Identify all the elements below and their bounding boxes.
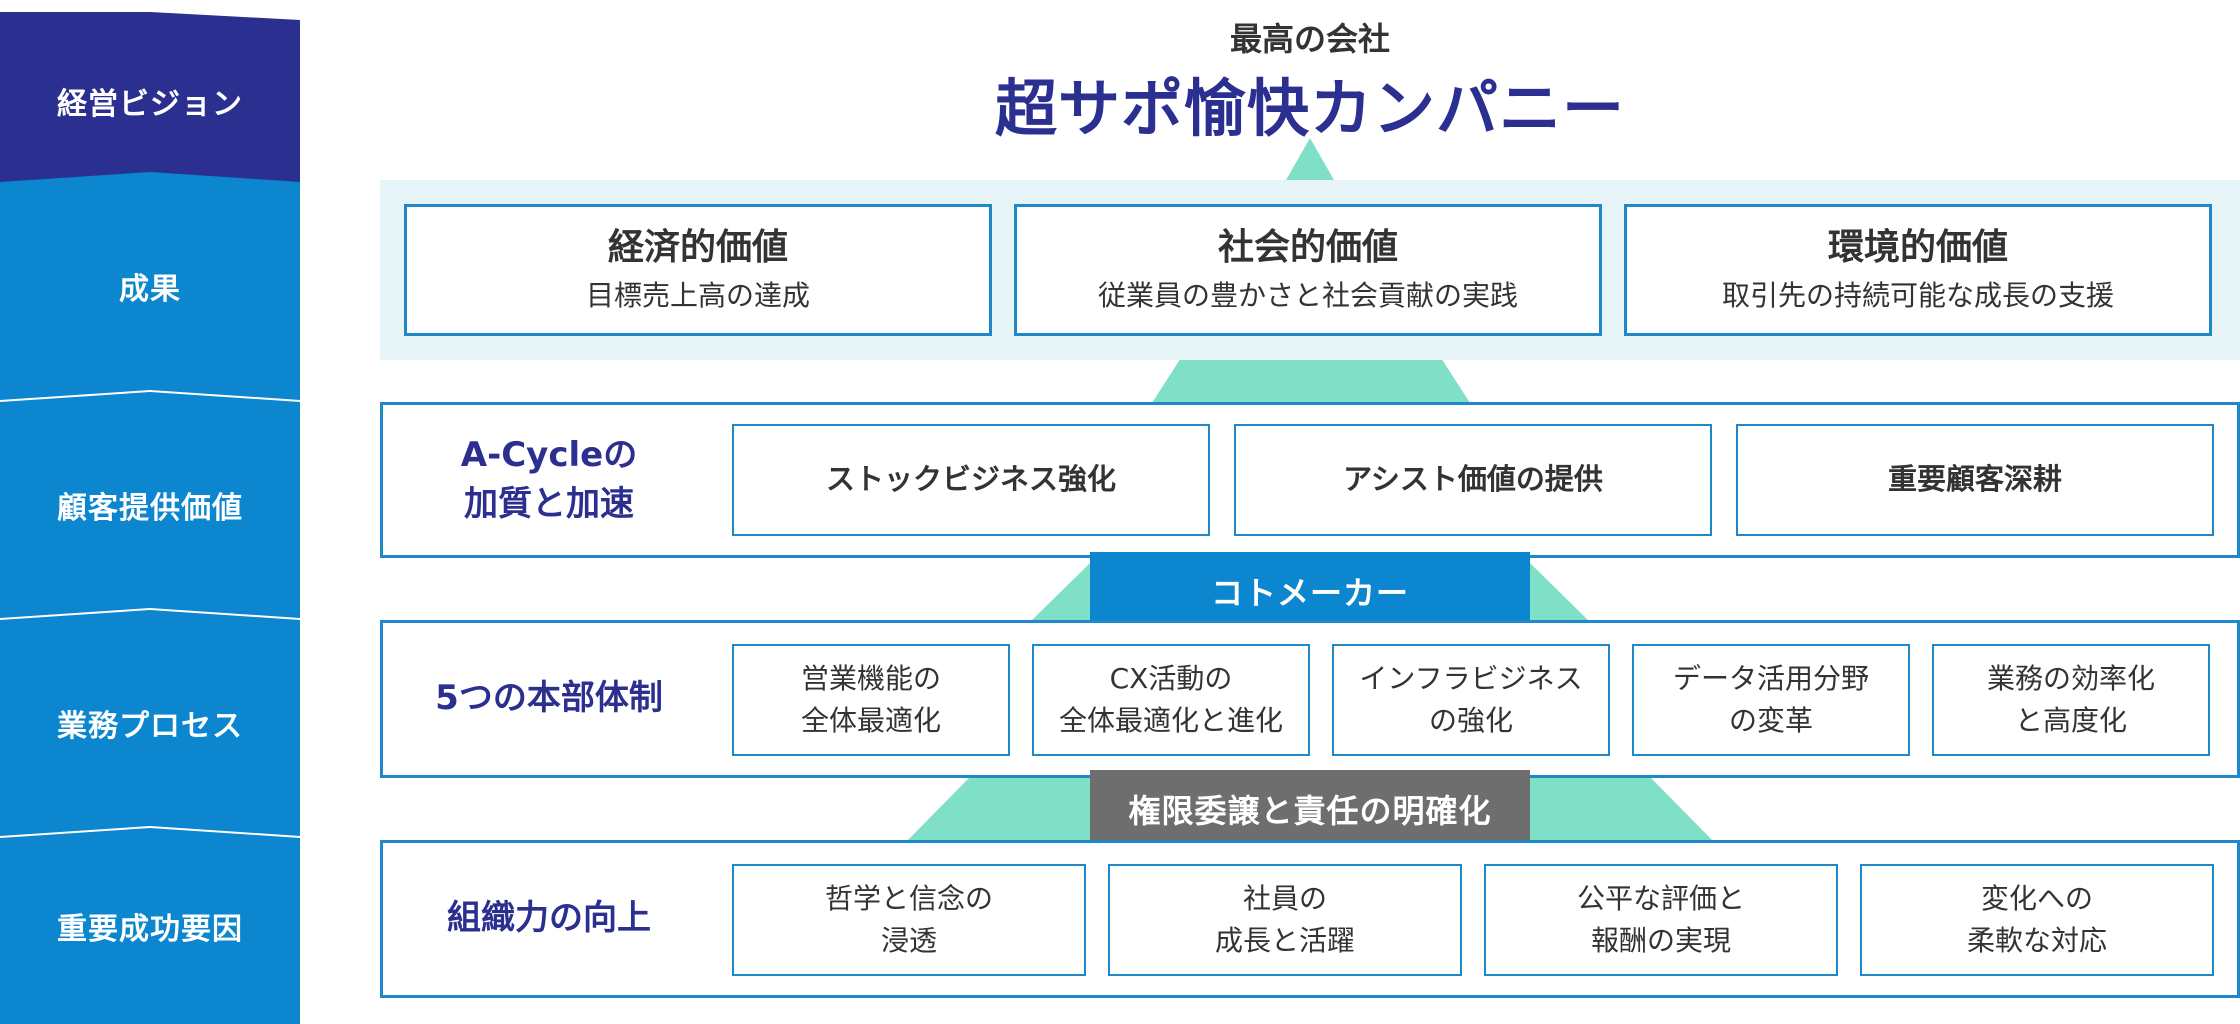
vision-title: 超サポ愉快カンパニー [994, 72, 1625, 145]
kotomaker-banner: コトメーカー [1090, 552, 1530, 630]
process-item-line1: 業務の効率化 [1986, 662, 2155, 695]
customer-value-label: A-Cycleの 加質と加速 [384, 406, 714, 554]
result-detail: 取引先の持続可能な成長の支援 [1721, 278, 2114, 312]
sidebar-item-label: 顧客提供価値 [57, 491, 243, 526]
success-factors-label: 組織力の向上 [447, 898, 651, 939]
sidebar-item-label: 重要成功要因 [57, 912, 243, 947]
result-box-economic: 経済的価値 目標売上高の達成 [404, 204, 992, 336]
result-detail: 目標売上高の達成 [585, 278, 810, 312]
process-item-line2: と高度化 [2014, 704, 2127, 737]
process-item: データ活用分野 の変革 [1632, 644, 1910, 756]
sidebar-item-business-process: 業務プロセス [0, 610, 300, 836]
sidebar-item-label: 経営ビジョン [57, 87, 243, 122]
success-factor-item: 公平な評価と 報酬の実現 [1484, 864, 1838, 976]
success-factor-line1: 公平な評価と [1576, 882, 1745, 915]
process-item-line1: インフラビジネス [1359, 662, 1583, 695]
sidebar-item-label: 成果 [119, 272, 181, 307]
result-box-social: 社会的価値 従業員の豊かさと社会貢献の実践 [1014, 204, 1602, 336]
process-item: 業務の効率化 と高度化 [1932, 644, 2210, 756]
process-item-line1: 営業機能の [800, 662, 941, 695]
success-factor-item: 社員の 成長と活躍 [1108, 864, 1462, 976]
result-heading: 経済的価値 [607, 227, 788, 268]
process-item-line2: 全体最適化と進化 [1058, 704, 1283, 737]
process-item-line2: の変革 [1728, 704, 1813, 737]
result-heading: 環境的価値 [1827, 227, 2008, 268]
sidebar-item-customer-value: 顧客提供価値 [0, 392, 300, 618]
success-factor-line1: 社員の [1242, 882, 1327, 915]
result-heading: 社会的価値 [1217, 227, 1398, 268]
process-item: CX活動の 全体最適化と進化 [1032, 644, 1310, 756]
customer-value-label-line2: 加質と加速 [463, 484, 634, 524]
process-item-line2: 全体最適化 [800, 704, 941, 737]
sidebar-item-results: 成果 [0, 172, 300, 400]
result-box-environmental: 環境的価値 取引先の持続可能な成長の支援 [1624, 204, 2212, 336]
customer-value-item: アシスト価値の提供 [1234, 424, 1712, 536]
success-factor-line2: 柔軟な対応 [1966, 924, 2107, 957]
delegation-banner: 権限委譲と責任の明確化 [1090, 770, 1530, 848]
success-factor-item: 変化への 柔軟な対応 [1860, 864, 2214, 976]
process-item-line1: CX活動の [1109, 662, 1233, 695]
process-item-line1: データ活用分野 [1672, 662, 1869, 695]
success-factor-line2: 成長と活躍 [1214, 924, 1355, 957]
customer-value-label-line1: A-Cycleの [460, 434, 638, 475]
customer-value-item: 重要顧客深耕 [1736, 424, 2214, 536]
customer-value-item: ストックビジネス強化 [732, 424, 1210, 536]
business-process-label: 5つの本部体制 [435, 678, 663, 719]
success-factor-item: 哲学と信念の 浸透 [732, 864, 1086, 976]
sidebar-item-label: 業務プロセス [57, 709, 243, 744]
vision-subtitle: 最高の会社 [1229, 20, 1390, 58]
pyramid-section-2 [1150, 356, 1472, 406]
success-factor-line1: 哲学と信念の [824, 882, 993, 915]
process-item: 営業機能の 全体最適化 [732, 644, 1010, 756]
process-item: インフラビジネス の強化 [1332, 644, 1610, 756]
success-factor-line2: 浸透 [880, 924, 937, 957]
sidebar-item-vision: 経営ビジョン [0, 12, 300, 190]
success-factor-line2: 報酬の実現 [1590, 924, 1731, 957]
process-item-line2: の強化 [1428, 704, 1513, 737]
sidebar-item-success-factors: 重要成功要因 [0, 828, 300, 1024]
success-factor-line1: 変化への [1980, 882, 2093, 915]
result-detail: 従業員の豊かさと社会貢献の実践 [1097, 278, 1518, 312]
